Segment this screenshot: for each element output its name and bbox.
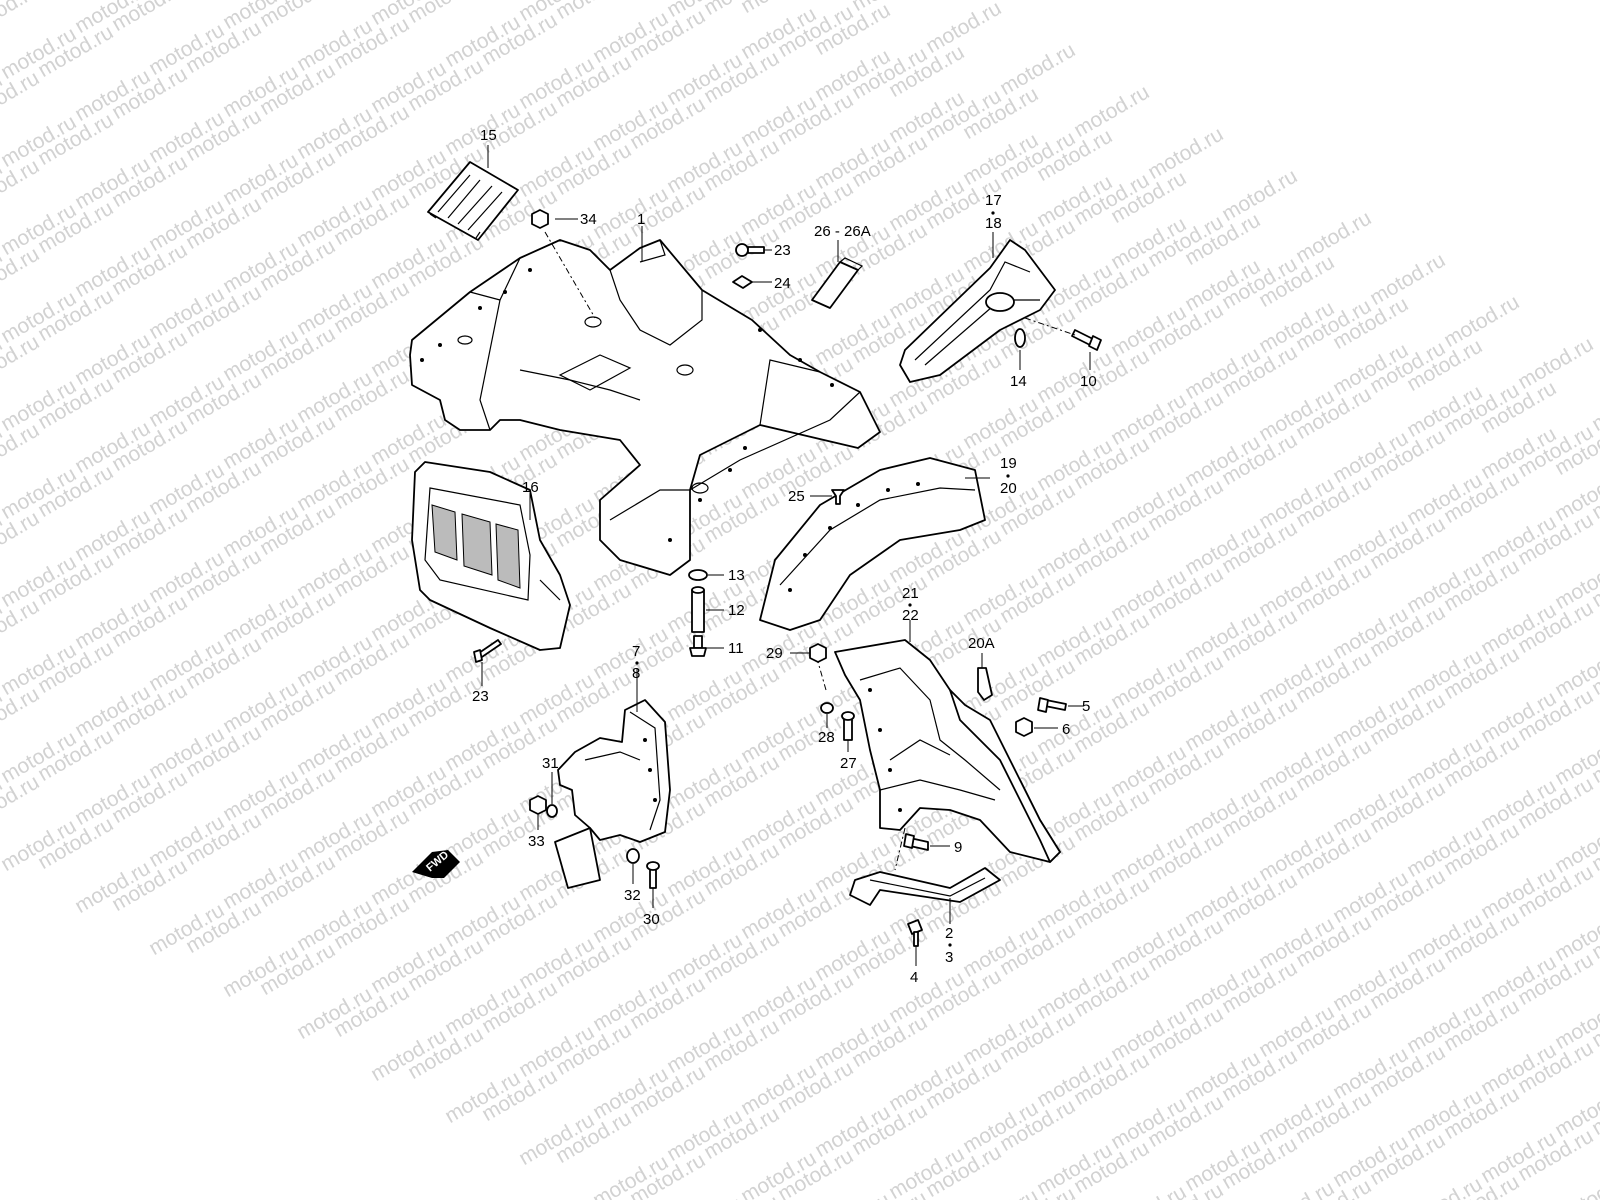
part-9-bolt[interactable] [903, 833, 929, 851]
callout-10: 10 [1080, 373, 1097, 390]
callout-16: 16 [522, 479, 539, 496]
callout-5: 5 [1082, 698, 1090, 715]
part-14-washer[interactable] [1014, 328, 1026, 348]
part-15-pad[interactable] [427, 161, 519, 241]
part-17-bracket[interactable] [899, 239, 1056, 383]
callout-17: 17 [985, 192, 1002, 209]
part-26-reflector[interactable] [811, 257, 864, 309]
callout-33: 33 [528, 833, 545, 850]
part-16-guard[interactable] [411, 461, 571, 651]
callout-31: 31 [542, 755, 559, 772]
callout-27: 27 [840, 755, 857, 772]
callout-32: 32 [624, 887, 641, 904]
callout-29: 29 [766, 645, 783, 662]
part-27-bolt[interactable] [841, 711, 855, 741]
callout-26-26a: 26 - 26A [814, 223, 871, 240]
part-2-stay[interactable] [849, 867, 1001, 906]
callout-labels: 15 34 1 23 24 26 - 26A 17 18 14 10 16 25… [472, 127, 1097, 986]
part-13-washer[interactable] [688, 569, 708, 581]
callout-23-top: 23 [774, 242, 791, 259]
callout-15: 15 [480, 127, 497, 144]
callout-9: 9 [954, 839, 962, 856]
callout-18: 18 [985, 215, 1002, 232]
part-29-nut[interactable] [809, 643, 827, 663]
fwd-arrow-icon: FWD [412, 849, 460, 878]
part-5-bolt[interactable] [1037, 697, 1067, 713]
callout-7: 7 [632, 643, 640, 660]
callout-28: 28 [818, 729, 835, 746]
callout-25: 25 [788, 488, 805, 505]
callout-3: 3 [945, 949, 953, 966]
part-34-nut[interactable] [531, 209, 549, 229]
part-4-bolt[interactable] [907, 919, 923, 947]
callout-13: 13 [728, 567, 745, 584]
part-31-washer[interactable] [546, 804, 558, 818]
part-32-washer[interactable] [626, 848, 640, 864]
part-20a-bracket[interactable] [977, 667, 993, 701]
callout-14: 14 [1010, 373, 1027, 390]
part-23-screw-top[interactable] [735, 243, 765, 257]
callout-20: 20 [1000, 480, 1017, 497]
callout-1: 1 [637, 211, 645, 228]
part-12-spacer[interactable] [691, 586, 705, 633]
leader-lines [481, 145, 1091, 966]
part-33-nut[interactable] [529, 795, 547, 815]
callout-12: 12 [728, 602, 745, 619]
callout-20a: 20A [968, 635, 995, 652]
part-1-rear-fender[interactable] [409, 239, 881, 576]
callout-24: 24 [774, 275, 791, 292]
callout-8: 8 [632, 665, 640, 682]
callout-21: 21 [902, 585, 919, 602]
callout-30: 30 [643, 911, 660, 928]
part-7-mudflap-bracket[interactable] [554, 699, 671, 889]
callout-19: 19 [1000, 455, 1017, 472]
part-21-inner-fender[interactable] [834, 639, 1061, 863]
callout-6: 6 [1062, 721, 1070, 738]
part-28-washer[interactable] [820, 702, 834, 714]
part-30-bolt[interactable] [646, 861, 660, 889]
part-11-bolt[interactable] [689, 635, 707, 657]
part-23-screw-bottom[interactable] [473, 639, 502, 663]
callout-4: 4 [910, 969, 918, 986]
callout-34: 34 [580, 211, 597, 228]
part-10-bolt[interactable] [1071, 329, 1102, 351]
part-19-mudflap[interactable] [759, 457, 986, 631]
part-6-nut[interactable] [1015, 717, 1033, 737]
part-24-clip[interactable] [732, 275, 753, 289]
callout-11: 11 [728, 640, 744, 657]
callout-2: 2 [945, 925, 953, 942]
callout-23-bottom: 23 [472, 688, 489, 705]
part-25-rivet[interactable] [831, 489, 845, 505]
callout-22: 22 [902, 607, 919, 624]
